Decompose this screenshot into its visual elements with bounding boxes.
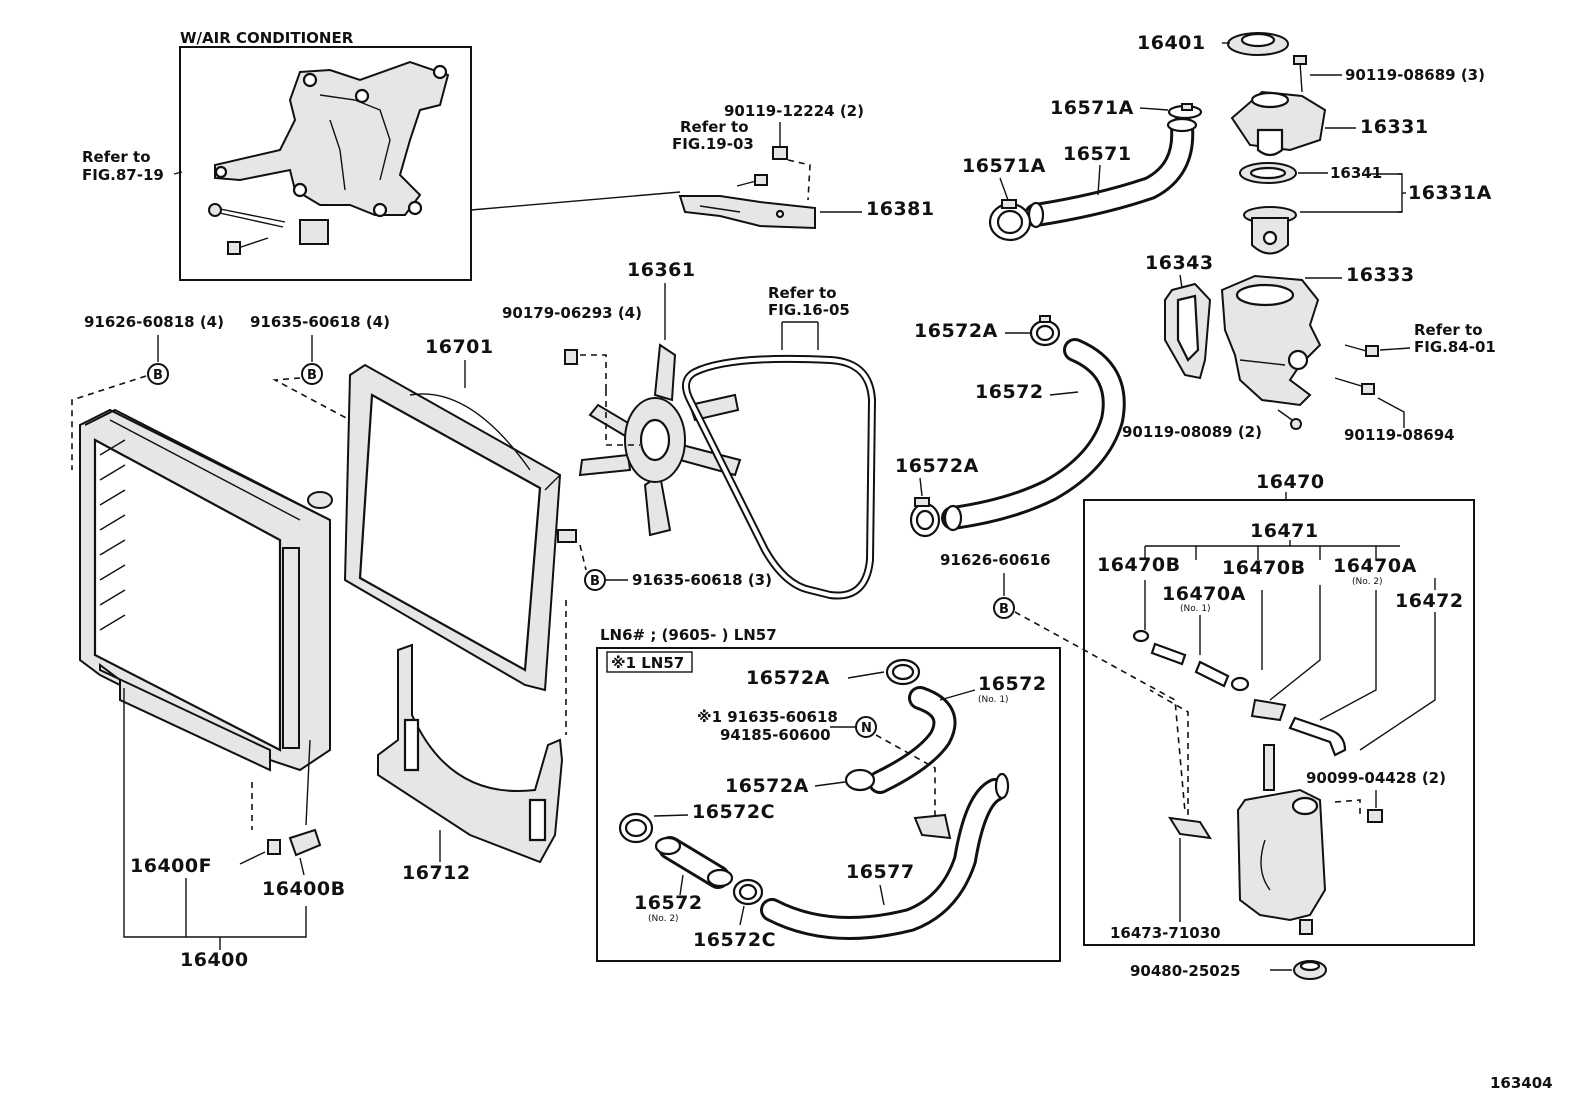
label-94185-60600: 94185-60600 [720,726,831,744]
label-16577: 16577 [846,861,915,883]
ref-fig87-line1: Refer to [82,148,151,166]
label-16572-1: 16572 [975,381,1044,403]
water-inlet-16333: 16333 16343 Refer to FIG.84-01 90119-086… [1122,252,1496,444]
thermostat-assembly: 16401 90119-08689 (3) 16331 16341 16331A [1137,32,1492,255]
label-16381: 16381 [866,198,935,220]
label-16470A-1-sub: (No. 1) [1180,604,1211,614]
label-16470A-2: 16470A [1333,555,1417,577]
label-90119-12224: 90119-12224 (2) [724,102,864,120]
label-16572A-1: 16572A [914,320,998,342]
ln6-ln57-inset: LN6# ; (9605- ) LN57 ※1 LN57 16572A 1657… [596,626,1061,962]
diagram-id: 163404 [1490,1074,1553,1092]
label-16572A-2: 16572A [895,455,979,477]
label-16572C-2: 16572C [693,929,776,951]
ac-inset-leader [470,191,681,211]
label-16572A-3: 16572A [746,667,830,689]
ref-fig87-line2: FIG.87-19 [82,166,164,184]
label-16400F: 16400F [130,855,212,877]
label-16401: 16401 [1137,32,1206,54]
reservoir-inset-16470: 16470 16471 16470B 16470B 16470A (No. 2)… [1083,471,1475,946]
label-16341: 16341 [1330,164,1382,182]
label-90480-25025: 90480-25025 [1130,962,1241,980]
bracket-16381: Refer to FIG.19-03 90119-12224 (2) 16381 [672,102,935,230]
label-16572-no1-sub: (No. 1) [978,695,1009,705]
label-16473-71030: 16473-71030 [1110,924,1221,942]
ref-fig16-line1: Refer to [768,284,837,302]
label-16331A: 16331A [1408,182,1492,204]
marker-b-4-text: B [999,602,1009,617]
ref-fig19-line1: Refer to [680,118,749,136]
label-16472: 16472 [1395,590,1464,612]
label-16361: 16361 [627,259,696,281]
label-90099-04428: 90099-04428 (2) [1306,769,1446,787]
label-16470B-2: 16470B [1222,557,1306,579]
thermostat [1243,206,1297,255]
ln57-subbox [606,651,693,673]
label-16572-no2-sub: (No. 2) [648,914,679,924]
label-16470: 16470 [1256,471,1325,493]
ref-fig84-line1: Refer to [1414,321,1483,339]
reservoir-cap-90480-25025: 90480-25025 [1130,960,1327,980]
label-90179-06293: 90179-06293 (4) [502,304,642,322]
marker-n-text: N [861,721,872,736]
ln-inset-frame [596,647,1061,962]
label-16400B: 16400B [262,878,346,900]
label-16333: 16333 [1346,264,1415,286]
label-16331: 16331 [1360,116,1429,138]
air-conditioner-inset: W/AIR CONDITIONER Refer to FIG.87-19 [82,29,681,281]
label-16470A-1: 16470A [1162,583,1246,605]
marker-b-2-text: B [307,368,317,383]
marker-b-2 [301,363,323,385]
ac-compressor-bracket [208,60,450,255]
reservoir-frame [1083,499,1475,946]
ref-fig16-line2: FIG.16-05 [768,301,850,319]
fan-shroud-16701: 16701 B 91635-60618 (3) [343,336,772,692]
label-90119-08694: 90119-08694 [1344,426,1455,444]
label-91626-60616: 91626-60616 [940,551,1051,569]
ref-fig19-line2: FIG.19-03 [672,135,754,153]
label-90119-08689: 90119-08689 (3) [1345,66,1485,84]
marker-b-4 [993,597,1015,619]
label-16571: 16571 [1063,143,1132,165]
ac-inset-title: W/AIR CONDITIONER [180,29,354,47]
label-16571A-top: 16571A [1050,97,1134,119]
drive-belt: Refer to FIG.16-05 [682,284,877,600]
label-91635-60618-star: ※1 91635-60618 [697,708,838,726]
ref-fig84-line2: FIG.84-01 [1414,338,1496,356]
label-16470B-1: 16470B [1097,554,1181,576]
lower-shroud-16712: 16712 [377,600,567,884]
bracket-marker-91626-60616: 91626-60616 B [940,551,1186,813]
fan-16361: 16361 90179-06293 (4) [502,259,742,537]
label-16343: 16343 [1145,252,1214,274]
label-16572-no2: 16572 [634,892,703,914]
label-16712: 16712 [402,862,471,884]
label-91635-60618-4: 91635-60618 (4) [250,313,390,331]
label-16701: 16701 [425,336,494,358]
radiator-16400: 91626-60818 (4) 91635-60618 (4) B B 1640… [71,313,390,971]
lower-hose-16572: 16572A 16572 16572A [895,315,1126,538]
marker-b-1 [147,363,169,385]
label-16400: 16400 [180,949,249,971]
label-90119-08089: 90119-08089 (2) [1122,423,1262,441]
label-91626-60818: 91626-60818 (4) [84,313,224,331]
label-16571A-left: 16571A [962,155,1046,177]
upper-hose-16571: 16571A 16571A 16571 [962,97,1203,242]
marker-b-3 [584,569,606,591]
label-16572C-1: 16572C [692,801,775,823]
ln57-subtitle: ※1 LN57 [611,654,684,672]
label-16471: 16471 [1250,520,1319,542]
label-16572A-4: 16572A [725,775,809,797]
ln-inset-title: LN6# ; (9605- ) LN57 [600,626,777,644]
label-16470A-2-sub: (No. 2) [1352,577,1383,587]
ac-inset-frame [179,46,472,281]
marker-b-3-text: B [590,574,600,589]
label-16572-no1: 16572 [978,673,1047,695]
reservoir-tank [1236,788,1327,922]
marker-b-1-text: B [153,368,163,383]
label-91635-60618-3: 91635-60618 (3) [632,571,772,589]
